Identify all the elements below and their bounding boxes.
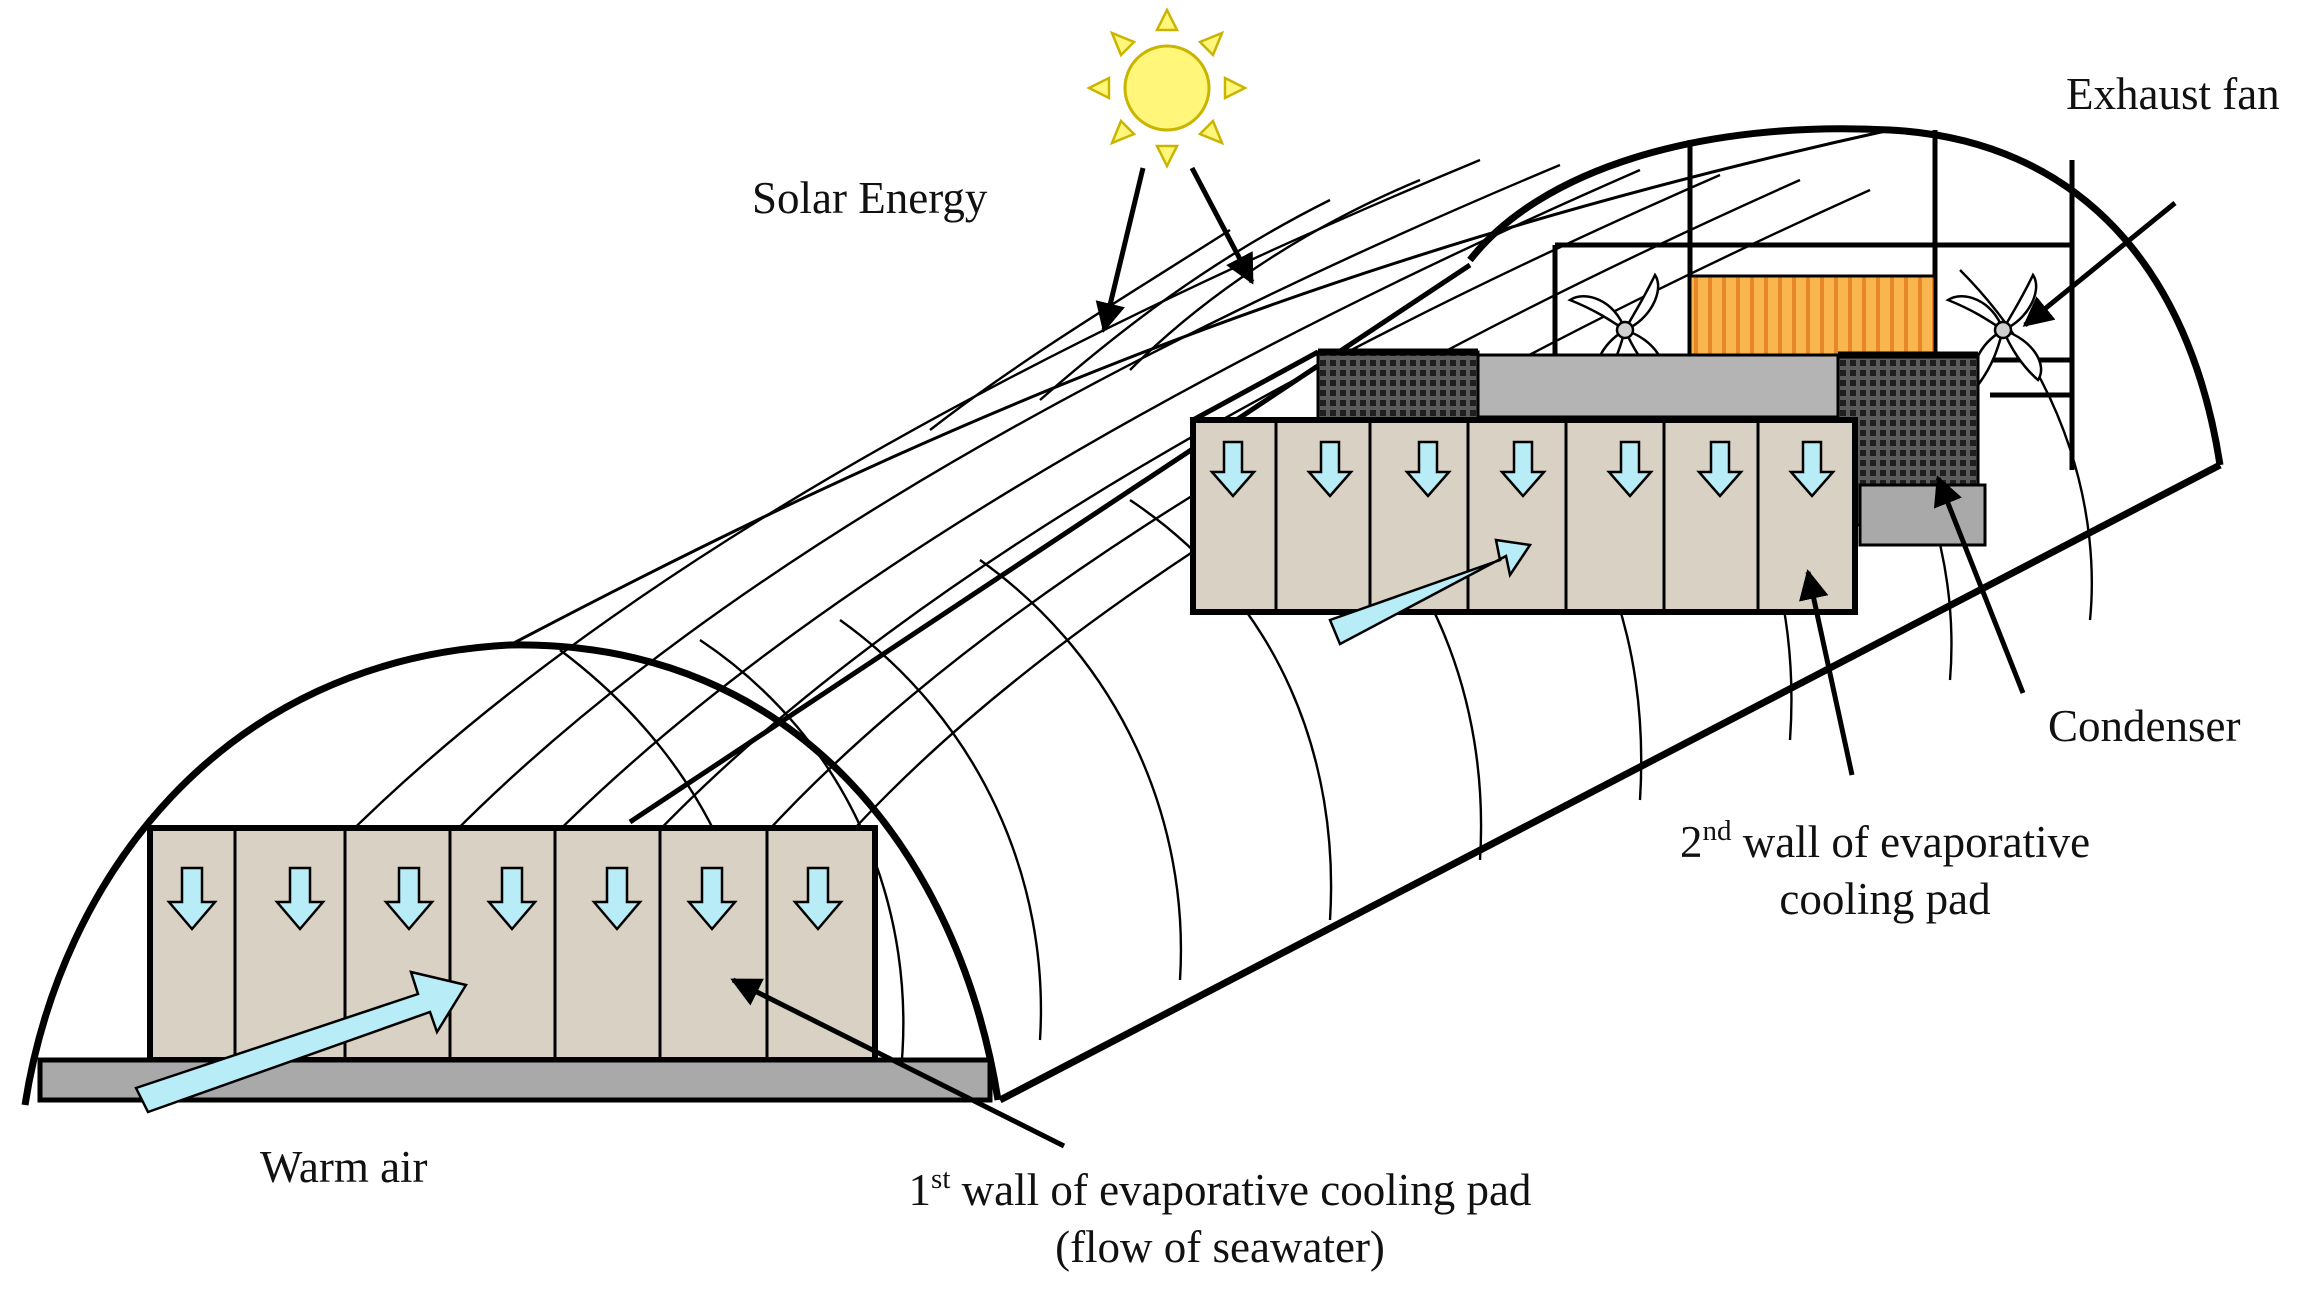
second-wall-label-line2: cooling pad — [1779, 874, 1991, 924]
back-cooling-panel — [1688, 274, 1937, 362]
sun-icon — [1086, 7, 1248, 169]
second-wall-label: 2nd wall of evaporative cooling pad — [1630, 815, 2140, 924]
fan-icon — [1945, 272, 2043, 388]
warm-air-label: Warm air — [260, 1142, 428, 1192]
down-arrow-icon — [166, 866, 844, 931]
air-flow-arrow — [1328, 538, 1533, 646]
first-wall-label-line1: 1st wall of evaporative cooling pad — [908, 1163, 1532, 1215]
solar-energy-label: Solar Energy — [752, 173, 988, 223]
warm-air-arrow — [134, 970, 468, 1114]
first-wall-label: 1st wall of evaporative cooling pad (flo… — [850, 1163, 1590, 1272]
second-cooling-pad-wall — [1190, 349, 1858, 615]
condenser-label: Condenser — [2048, 701, 2241, 751]
second-wall-label-line1: 2nd wall of evaporative — [1679, 815, 2091, 867]
leader-arrows — [730, 166, 2177, 1149]
down-arrow-icon — [1209, 440, 1836, 498]
exhaust-fan-label: Exhaust fan — [2066, 69, 2280, 119]
first-wall-label-line2: (flow of seawater) — [1055, 1222, 1385, 1272]
greenhouse-shell — [21, 125, 2224, 1106]
